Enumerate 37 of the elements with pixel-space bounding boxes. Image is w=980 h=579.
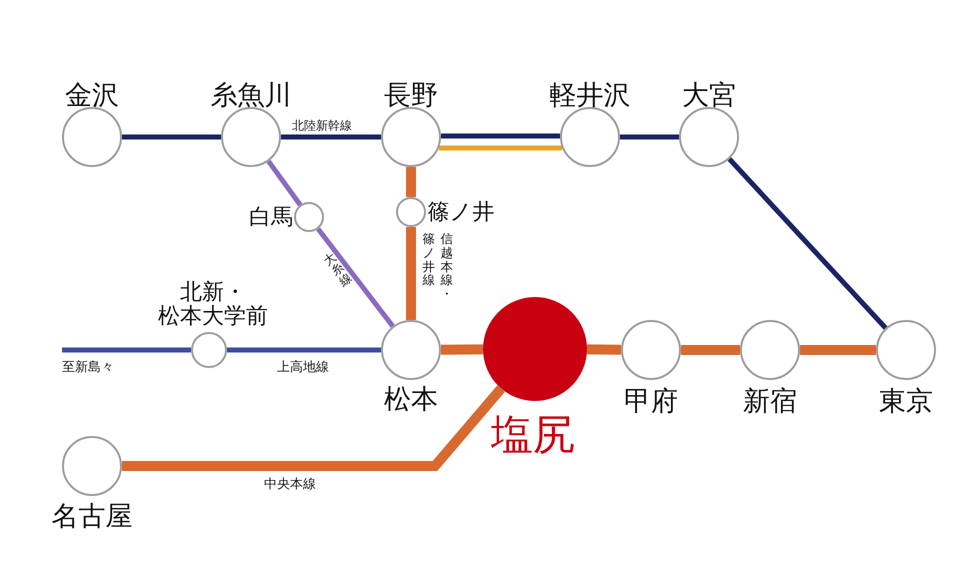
rail-line bbox=[441, 134, 560, 138]
station-name: 大宮 bbox=[682, 81, 736, 111]
station-name: 長野 bbox=[384, 81, 438, 111]
station-name: 軽井沢 bbox=[550, 81, 630, 111]
station-name: 北新・松本大学前 bbox=[157, 280, 269, 328]
station-name: 篠ノ井 bbox=[428, 200, 494, 224]
rail-line bbox=[281, 134, 381, 140]
rail-line bbox=[62, 348, 191, 352]
rail-line bbox=[620, 134, 679, 140]
rail-line bbox=[586, 344, 622, 355]
station-name: 松本 bbox=[384, 385, 438, 415]
line-label: 北陸新幹線 bbox=[292, 119, 352, 133]
rail-line bbox=[406, 167, 416, 197]
line-label: 至新島々 bbox=[62, 360, 114, 374]
rail-line bbox=[728, 157, 888, 330]
station-name: 東京 bbox=[879, 387, 933, 417]
line-label: 上高地線 bbox=[277, 360, 329, 374]
rail-line bbox=[681, 345, 740, 355]
rail-line bbox=[122, 134, 221, 140]
station-name: 新宿 bbox=[743, 387, 797, 417]
station-name: 金沢 bbox=[65, 81, 119, 111]
station-name: 白馬 bbox=[249, 204, 293, 230]
rail-line bbox=[406, 227, 416, 320]
station-name: 甲府 bbox=[624, 387, 678, 417]
rail-line bbox=[266, 160, 302, 206]
rail-line bbox=[800, 345, 876, 355]
station-name: 塩尻 bbox=[491, 412, 575, 460]
rail-line bbox=[122, 385, 505, 471]
station-name: 糸魚川 bbox=[210, 81, 292, 111]
rail-line bbox=[316, 227, 395, 328]
rail-line bbox=[227, 348, 381, 352]
line-label: 信越本線・篠ノ井線 bbox=[421, 233, 455, 303]
rail-line bbox=[438, 146, 562, 150]
line-label: 中央本線 bbox=[264, 476, 316, 492]
line-label: 大糸線 bbox=[320, 250, 356, 290]
station-name: 名古屋 bbox=[52, 502, 132, 532]
rail-line bbox=[440, 344, 484, 355]
